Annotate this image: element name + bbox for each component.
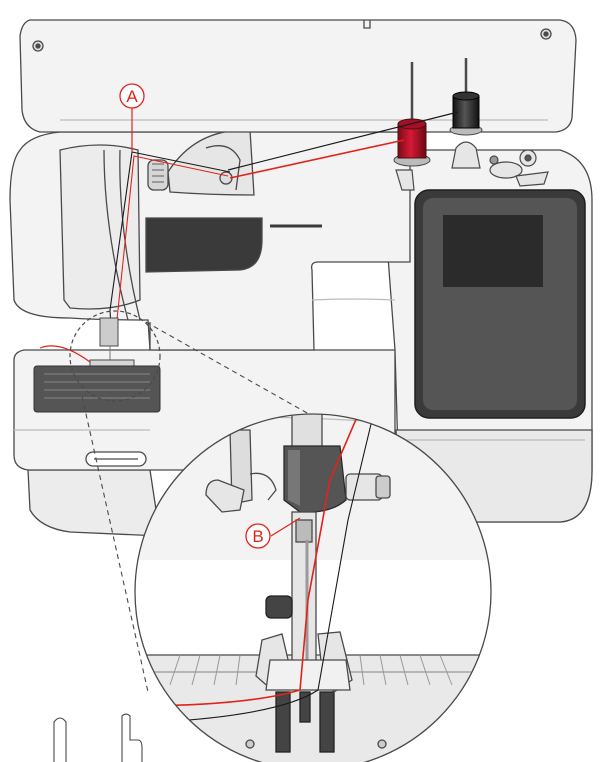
- callout-a: A: [119, 83, 145, 152]
- black-thread-spool: [449, 91, 483, 136]
- zoom-indicator-circle: [69, 310, 161, 402]
- callout-a-label: A: [126, 87, 138, 106]
- zoom-connector-left: [81, 395, 149, 693]
- top-controls: [395, 141, 549, 191]
- callout-b: B: [245, 517, 301, 549]
- callout-b-label: B: [252, 527, 263, 546]
- red-thread-spool: [393, 118, 431, 167]
- needle-area-overview: [33, 317, 161, 413]
- machine-arm: [9, 129, 411, 351]
- accessory-fragment: [53, 713, 143, 762]
- machine-lid: [19, 19, 577, 133]
- display-screen: [414, 189, 586, 419]
